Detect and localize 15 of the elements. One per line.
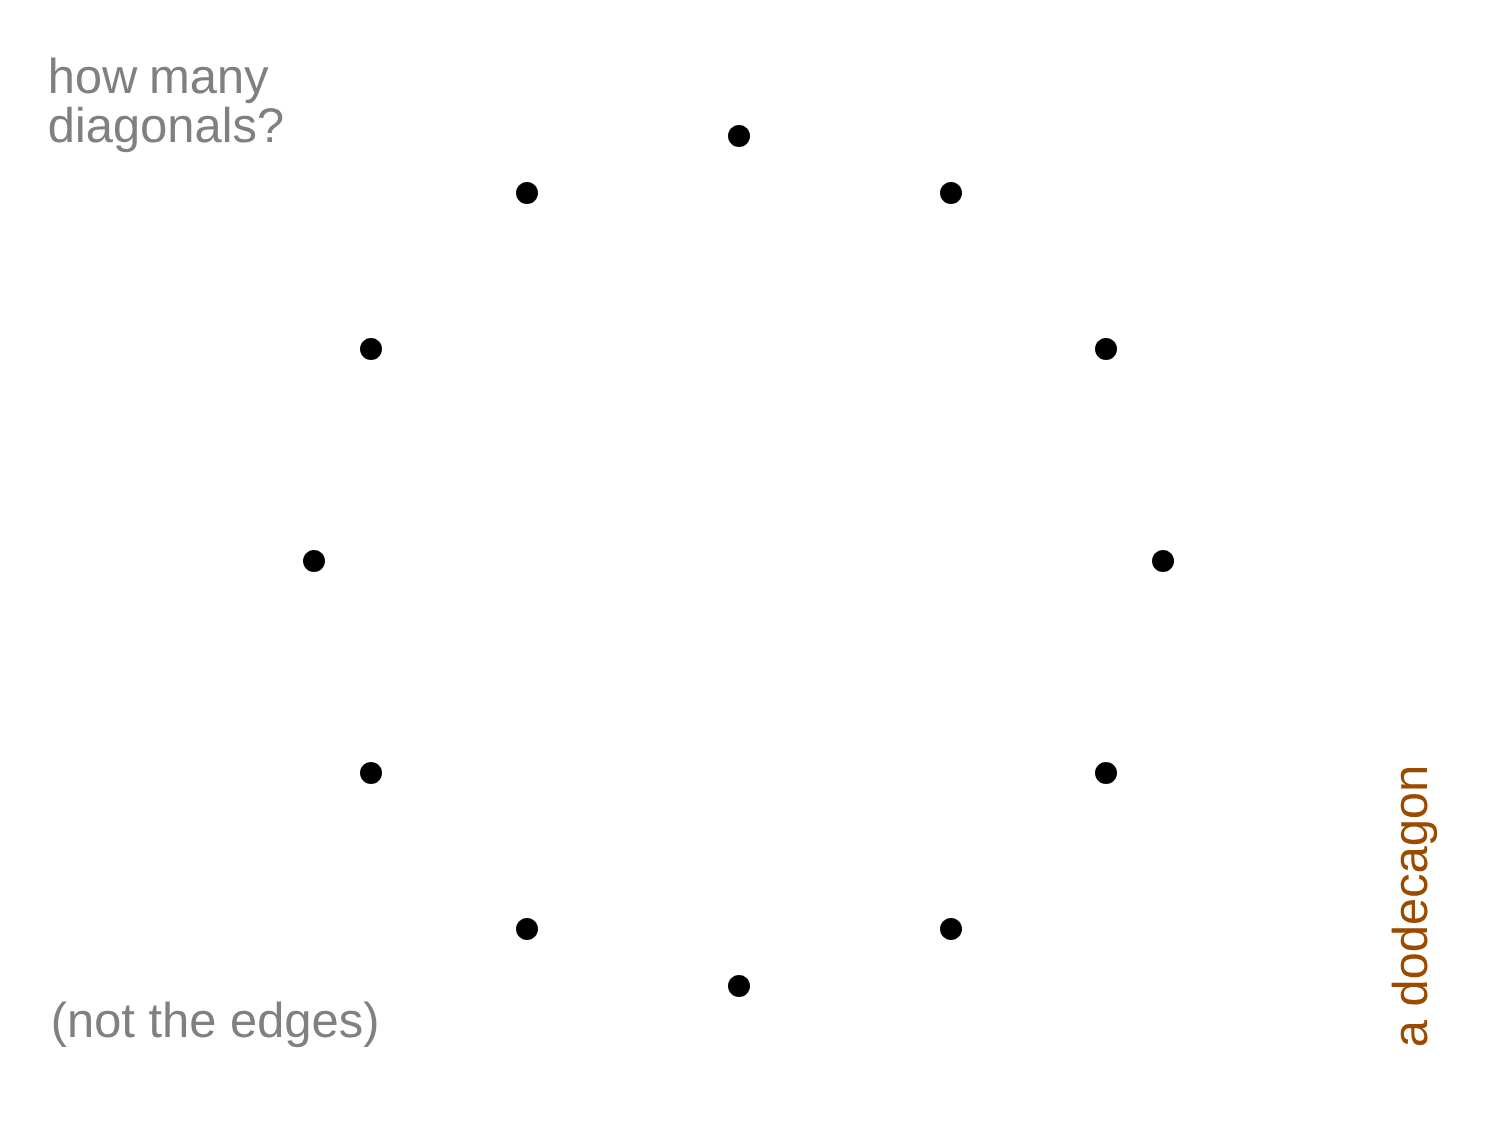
dot bbox=[360, 762, 382, 784]
side-label: a dodecagon bbox=[1391, 767, 1438, 1046]
dot bbox=[728, 975, 750, 997]
dot bbox=[1095, 338, 1117, 360]
dot bbox=[303, 550, 325, 572]
dot bbox=[940, 918, 962, 940]
dot bbox=[940, 182, 962, 204]
dot bbox=[516, 918, 538, 940]
dot bbox=[728, 125, 750, 147]
dot bbox=[1152, 550, 1174, 572]
dot bbox=[1095, 762, 1117, 784]
note-text: (not the edges) bbox=[53, 1001, 377, 1048]
question-text: how many diagonals? bbox=[49, 57, 283, 153]
dot bbox=[360, 338, 382, 360]
dot bbox=[516, 182, 538, 204]
